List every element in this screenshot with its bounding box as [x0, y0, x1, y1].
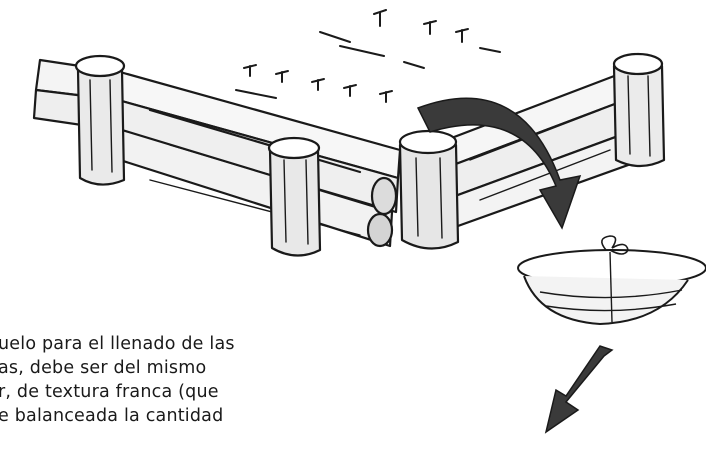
caption-text: uelo para el llenado de las as, debe ser… — [0, 332, 358, 428]
basket-icon — [517, 235, 706, 326]
post-corner — [366, 129, 460, 250]
curved-arrow-icon — [416, 97, 582, 230]
seedlings — [235, 9, 501, 103]
post-left — [74, 54, 126, 186]
down-arrow-icon — [544, 345, 614, 434]
post-right — [612, 52, 666, 168]
post-middle — [267, 136, 322, 257]
caption-line: e balanceada la cantidad — [0, 406, 224, 426]
caption-line: as, debe ser del mismo — [0, 358, 207, 378]
caption-line: uelo para el llenado de las — [0, 334, 235, 354]
caption-line: r, de textura franca (que — [0, 382, 219, 402]
